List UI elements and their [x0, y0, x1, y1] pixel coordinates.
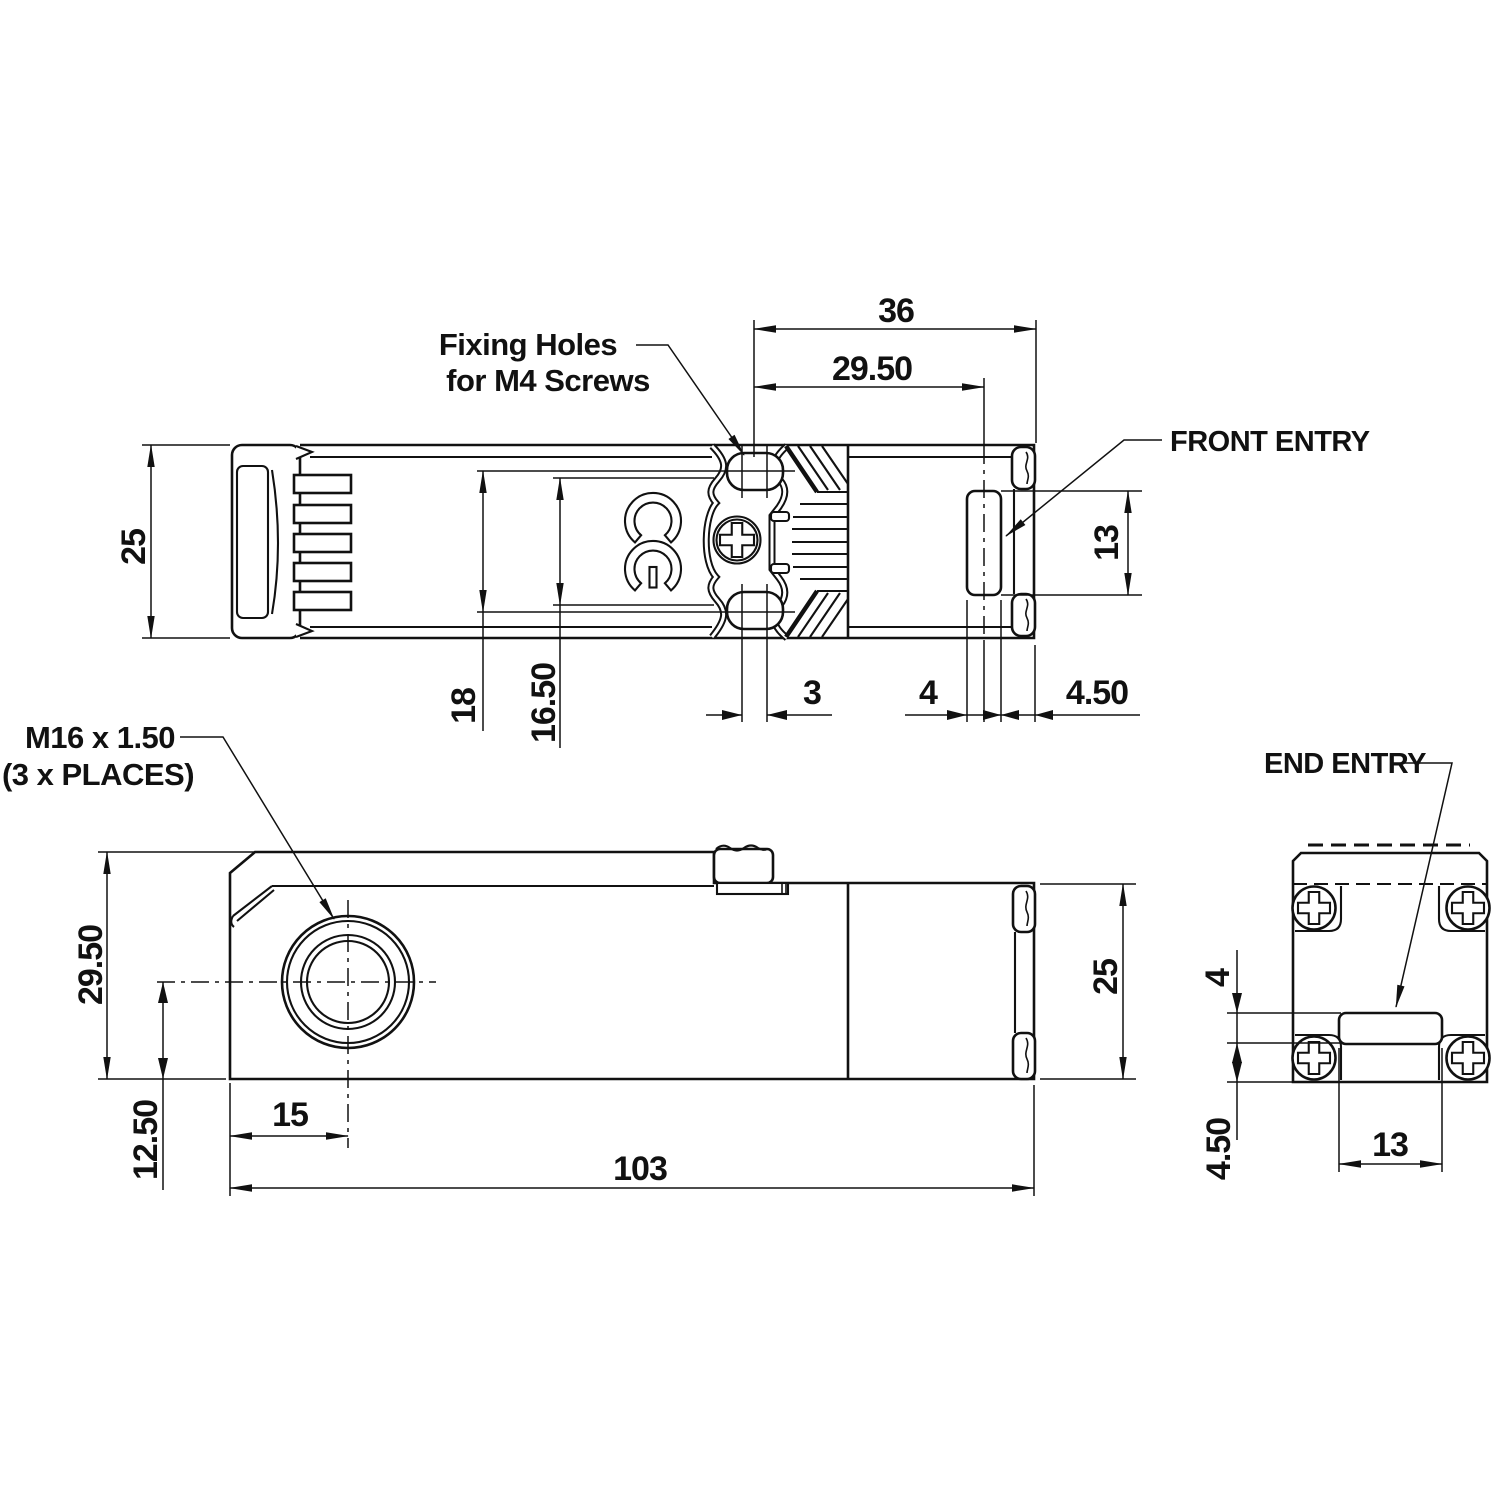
end-view: 4 4.50 13 END ENTRY	[1199, 748, 1491, 1180]
m16-gland-hole	[157, 900, 436, 1148]
front-entry-leader	[1005, 439, 1162, 537]
body-outline	[300, 443, 1036, 640]
chamfer-inner-lines	[230, 885, 275, 928]
end-entry-label: END ENTRY	[1264, 748, 1426, 780]
side-view-labels: M16 x 1.50 (3 x PLACES)	[2, 720, 335, 920]
m16-leader	[180, 736, 335, 920]
front-entry-label: FRONT ENTRY	[1170, 426, 1370, 458]
dim-gland-center-height: 12.50	[127, 1100, 165, 1180]
dim-head-width: 36	[878, 292, 914, 330]
plunger-face	[235, 464, 270, 620]
end-entry-slot	[1337, 1011, 1444, 1046]
dim-hole-span: 18	[445, 688, 483, 724]
dim-head-height: 25	[1087, 959, 1125, 995]
dim-head-to-entry: 29.50	[832, 350, 912, 388]
dim-body-height: 25	[115, 529, 153, 565]
top-view: 36 29.50 25 18 16.50 3 4 4.50	[115, 292, 1370, 748]
dim-total-length: 103	[613, 1150, 667, 1188]
fixing-holes-leader	[636, 344, 745, 456]
phillips-screw-icon-top-right	[1445, 885, 1491, 931]
gland-boss-top	[712, 844, 790, 896]
body-inner-edges	[310, 455, 1013, 629]
ce-mark-icon	[623, 491, 683, 592]
end-entry-leader	[1395, 762, 1453, 1008]
dim-slot-height: 4	[1199, 968, 1237, 987]
edge-notches	[295, 445, 315, 638]
dim-slot-to-base: 4.50	[1200, 1118, 1238, 1180]
dim-entry-to-end: 4.50	[1066, 674, 1128, 712]
dim-side-height: 29.50	[72, 925, 110, 1005]
dim-entry-width: 4	[919, 674, 938, 712]
dim-hole-slot-width: 3	[803, 674, 821, 712]
phillips-screw-icon-bottom-right	[1445, 1035, 1491, 1081]
phillips-screw-icon	[712, 515, 762, 565]
fixing-hole-bottom	[725, 590, 785, 631]
side-view: 29.50 12.50 15 103 25 M16 x 1.50 (3 x PL…	[2, 720, 1136, 1196]
dim-slot-width: 13	[1372, 1126, 1408, 1164]
plunger-spring-line	[270, 469, 280, 615]
dim-gland-offset: 15	[272, 1096, 308, 1134]
top-view-labels: Fixing Holes for M4 Screws FRONT ENTRY	[439, 327, 1370, 537]
side-view-dimensions: 29.50 12.50 15 103 25	[72, 851, 1136, 1196]
fixing-holes-label-2: for M4 Screws	[446, 363, 650, 398]
phillips-screw-icon-top-left	[1291, 885, 1337, 931]
m16-label-2: (3 x PLACES)	[2, 757, 194, 792]
seal-ribs	[784, 444, 850, 639]
side-head-end	[1011, 884, 1037, 1081]
fixing-hole-centerlines	[741, 446, 768, 648]
vent-slots	[292, 473, 353, 612]
dim-entry-height: 13	[1088, 525, 1126, 561]
end-view-labels: END ENTRY	[1264, 748, 1453, 1008]
fixing-holes-label-1: Fixing Holes	[439, 327, 617, 362]
m16-label-1: M16 x 1.50	[25, 720, 175, 755]
end-view-dimensions: 4 4.50 13	[1199, 950, 1443, 1180]
phillips-screw-icon-bottom-left	[1291, 1035, 1337, 1081]
side-outline	[228, 850, 1036, 1081]
dim-inner-span: 16.50	[525, 663, 563, 743]
end-outline	[1291, 851, 1489, 1084]
top-view-dimensions: 36 29.50 25 18 16.50 3 4 4.50	[115, 292, 1142, 748]
